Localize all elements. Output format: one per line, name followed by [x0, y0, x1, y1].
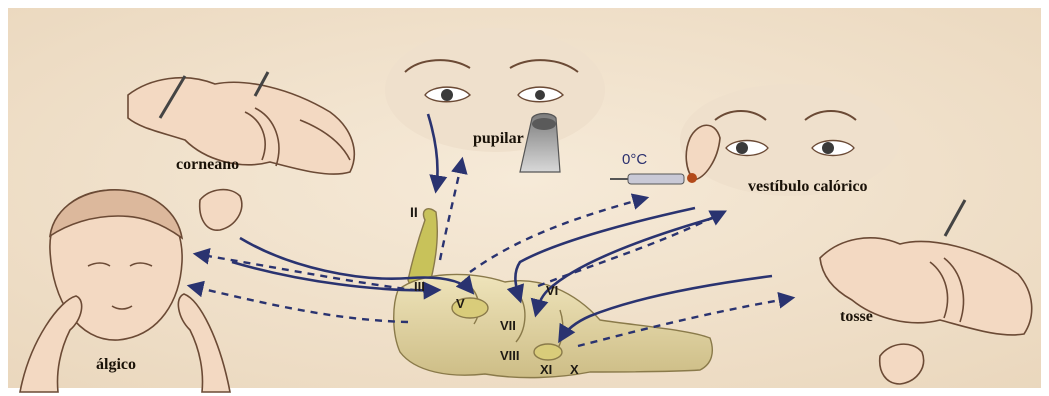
label-pain-reflex: álgico — [96, 356, 136, 374]
label-nerve-xi: XI — [540, 362, 552, 377]
label-nerve-vii: VII — [500, 318, 516, 333]
label-corneal-reflex: corneano — [176, 156, 239, 174]
label-nerve-ii: II — [410, 204, 418, 220]
label-stimulus-temperature: 0°C — [622, 151, 647, 168]
label-nerve-viii: VIII — [500, 348, 520, 363]
label-nerve-v: V — [456, 296, 465, 311]
label-nerve-iii: III — [414, 279, 425, 294]
label-vestibulo-caloric-reflex: vestíbulo calórico — [748, 178, 868, 196]
label-pupillary-reflex: pupilar — [473, 130, 524, 148]
label-cough-reflex: tosse — [840, 308, 873, 326]
label-nerve-vi: VI — [546, 283, 558, 298]
label-nerve-x: X — [570, 362, 579, 377]
